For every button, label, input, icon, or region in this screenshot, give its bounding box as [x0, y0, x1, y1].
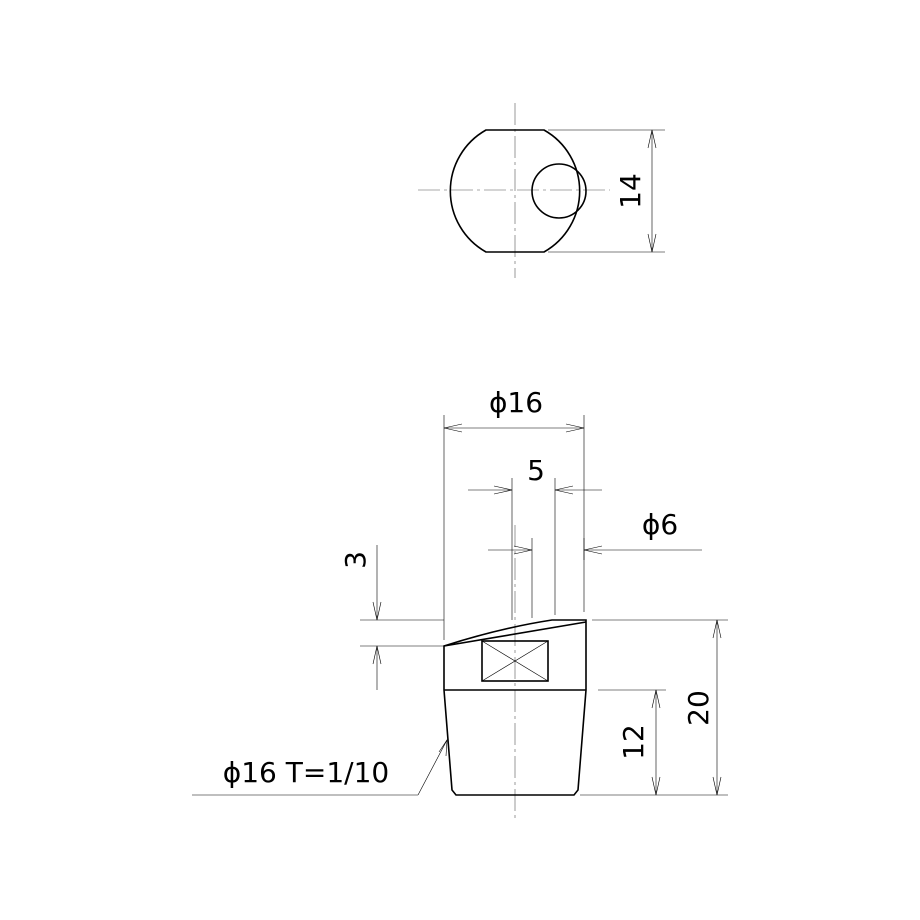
- taper-note: ϕ16 T=1/10: [223, 756, 389, 789]
- dim-label-12: 12: [617, 724, 650, 760]
- dim-label-3: 3: [339, 551, 372, 569]
- taper-leader-arrow: [438, 738, 448, 757]
- dim-20-arrow-top: [712, 619, 722, 639]
- dim-5-arrow-left: [493, 485, 513, 495]
- dim-phi6-arrow-right: [583, 545, 603, 555]
- chamfer-lower-edge: [443, 621, 587, 647]
- flat-face: [481, 640, 549, 682]
- flat-face-diagonal-2: [481, 640, 549, 682]
- dim-label-20: 20: [682, 690, 715, 726]
- top-view-hole: [531, 163, 587, 219]
- top-dim-14-arrow-top: [647, 129, 657, 149]
- dim-16-arrow-right: [565, 423, 585, 433]
- dim-phi6-arrow-left: [513, 545, 533, 555]
- top-view: 14: [418, 103, 665, 278]
- front-view-outline: [443, 619, 587, 796]
- taper-leader-diagonal: [417, 739, 448, 796]
- dim-20-arrow-bottom: [712, 776, 722, 796]
- dim-12-arrow-bottom: [651, 776, 661, 796]
- dim-label-14: 14: [614, 173, 647, 209]
- top-view-outline: [449, 129, 581, 253]
- dim-label-phi16: ϕ16: [489, 386, 543, 419]
- dim-3-arrow-top: [372, 601, 382, 621]
- dim-16-arrow-left: [443, 423, 463, 433]
- dim-label-phi6: ϕ6: [642, 508, 678, 541]
- dim-3-arrow-bottom: [372, 645, 382, 665]
- dim-5-arrow-right: [554, 485, 574, 495]
- dim-12-arrow-top: [651, 689, 661, 709]
- dim-label-5: 5: [527, 454, 545, 487]
- top-dim-14-arrow-bottom: [647, 233, 657, 253]
- front-view: ϕ16 5 ϕ6 3 20 1: [192, 386, 728, 818]
